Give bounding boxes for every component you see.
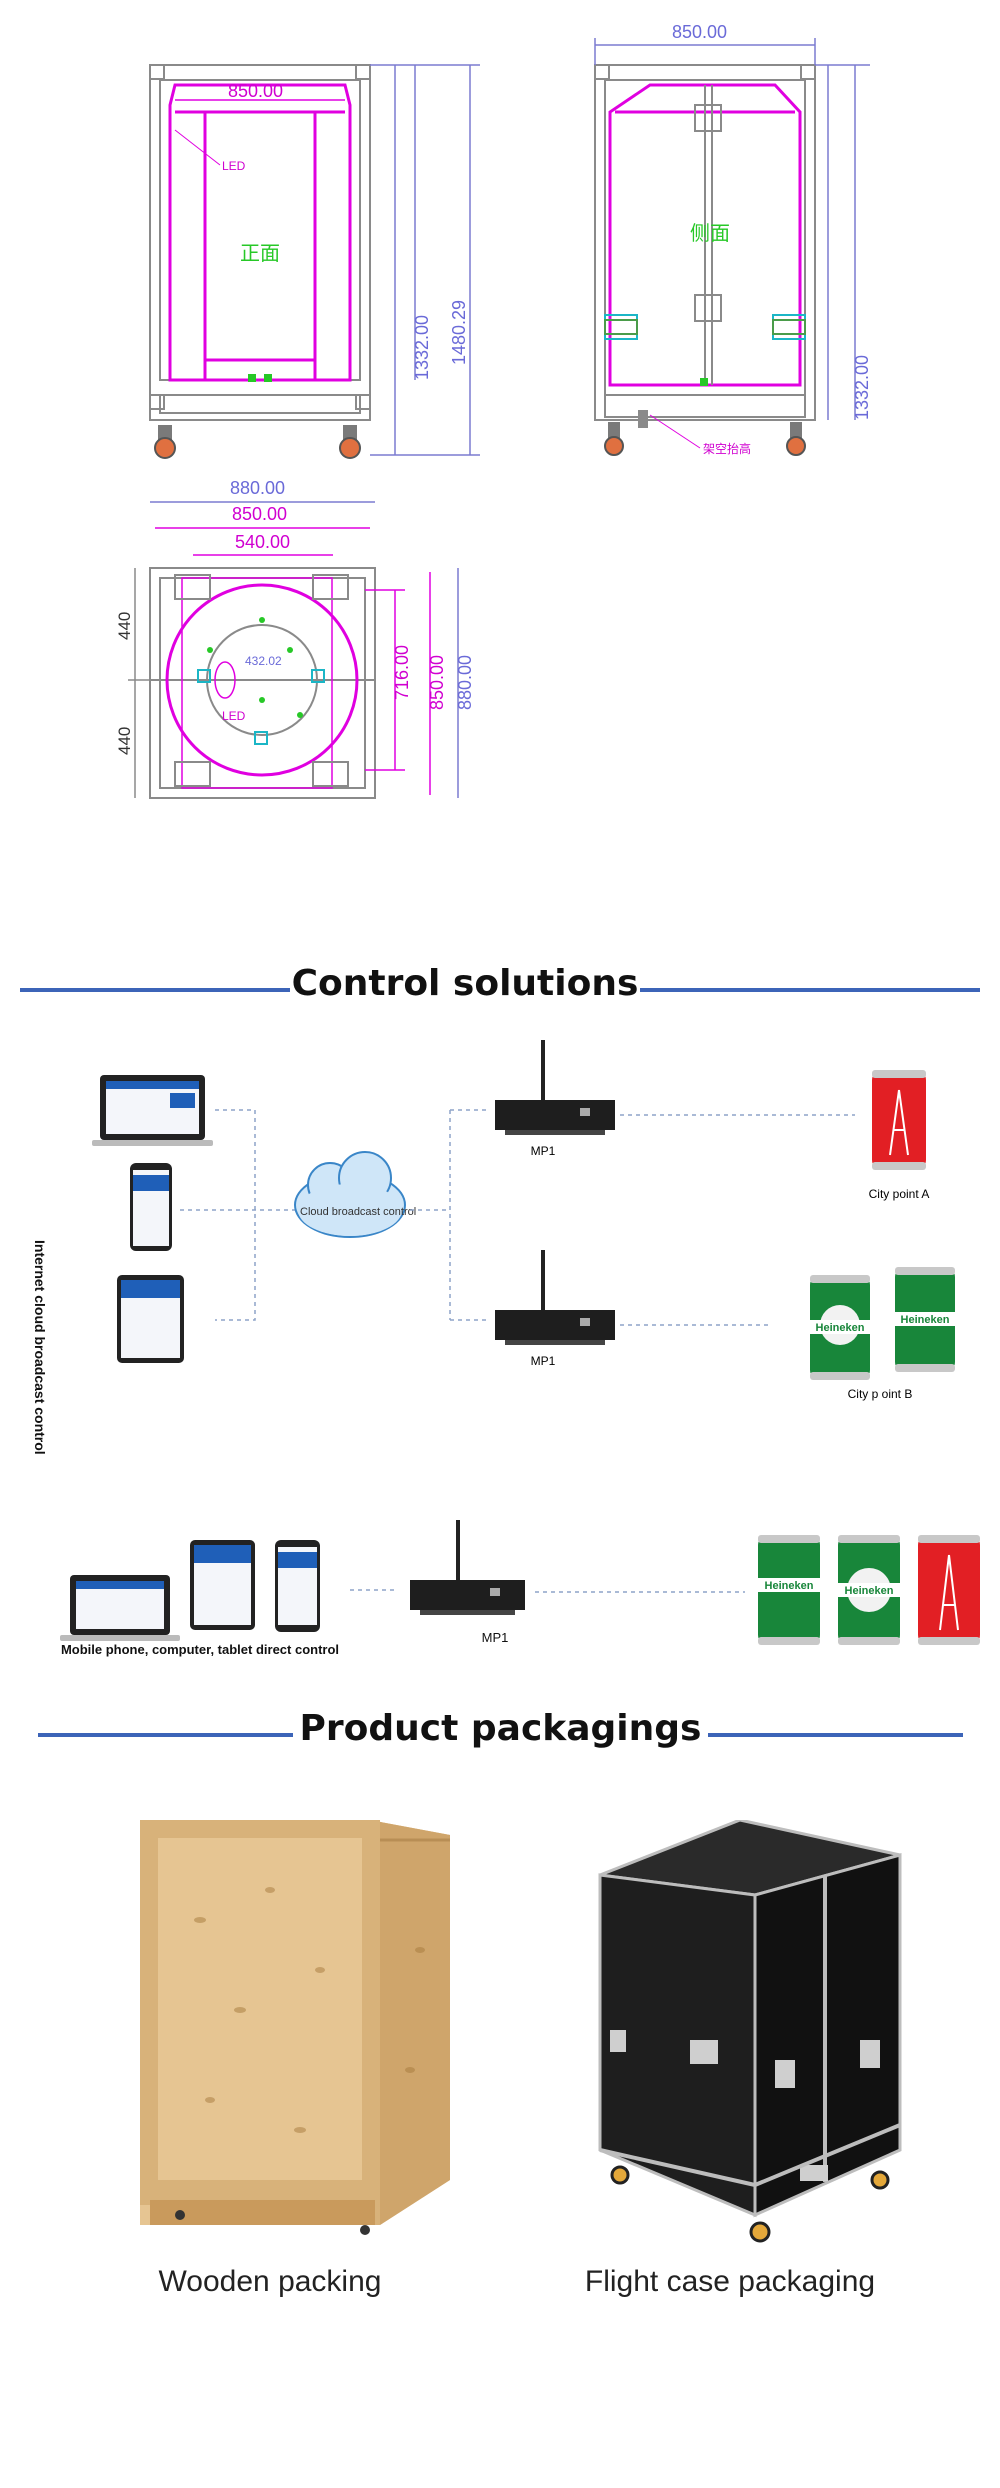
direct-laptop-icon bbox=[60, 1575, 180, 1641]
front-view-label: 正面 bbox=[240, 241, 280, 265]
top-880v-dim: 880.00 bbox=[455, 655, 475, 710]
control-rule-left bbox=[20, 988, 290, 992]
red-can-icon bbox=[918, 1535, 980, 1645]
packaging-rule-left bbox=[38, 1733, 293, 1737]
red-can-icon bbox=[872, 1070, 926, 1170]
player-b-icon bbox=[495, 1250, 615, 1345]
city-a-label: City point A bbox=[869, 1187, 930, 1201]
side-lift-label: 架空抬高 bbox=[703, 441, 751, 456]
top-880-dim: 880.00 bbox=[230, 478, 285, 498]
phone-icon bbox=[130, 1163, 172, 1251]
top-432-dim: 432.02 bbox=[245, 654, 282, 668]
tablet-icon bbox=[117, 1275, 184, 1363]
top-716-dim: 716.00 bbox=[392, 645, 412, 700]
top-led-label: LED bbox=[222, 709, 246, 723]
front-inner-height-dim: 1332.00 bbox=[412, 315, 432, 380]
player-b-label: MP1 bbox=[531, 1354, 556, 1368]
side-height-dim: 1332.00 bbox=[852, 355, 872, 420]
side-width-dim: 850.00 bbox=[672, 22, 727, 42]
player-a-icon bbox=[495, 1040, 615, 1135]
cloud-label: Cloud broadcast control bbox=[300, 1206, 416, 1218]
top-view: 432.02 LED 880.00 850.00 540.00 716.00 8… bbox=[115, 478, 475, 799]
city-b-label: City p oint B bbox=[848, 1387, 913, 1401]
player-c-label: MP1 bbox=[481, 1630, 509, 1645]
side-view: 850.00 1332.00 侧面 架空抬高 bbox=[594, 22, 872, 456]
product-packagings-title: Product packagings bbox=[299, 1708, 702, 1749]
technical-drawings: 850.00 LED 正面 1332.00 1480.29 850.0 bbox=[115, 22, 872, 799]
wooden-crate-image bbox=[140, 1820, 450, 2235]
top-850v-dim: 850.00 bbox=[427, 655, 447, 710]
direct-phone-icon bbox=[275, 1540, 320, 1632]
top-440a-dim: 440 bbox=[115, 612, 134, 640]
player-c-icon bbox=[410, 1520, 525, 1615]
flight-case-caption: Flight case packaging bbox=[584, 2265, 876, 2298]
cloud-icon bbox=[294, 1151, 406, 1238]
control-solutions-title: Control solutions bbox=[291, 963, 639, 1004]
green-can-icon: Heineken bbox=[838, 1535, 900, 1645]
flight-case-image bbox=[598, 1820, 902, 2243]
front-total-height-dim: 1480.29 bbox=[449, 300, 469, 365]
front-view: 850.00 LED 正面 1332.00 1480.29 bbox=[149, 64, 480, 459]
green-can-icon: Heineken bbox=[895, 1267, 955, 1372]
top-440b-dim: 440 bbox=[115, 727, 134, 755]
laptop-icon bbox=[92, 1075, 213, 1146]
svg-text:Heineken: Heineken bbox=[765, 1580, 814, 1592]
packaging-rule-right bbox=[708, 1733, 963, 1737]
direct-tablet-icon bbox=[190, 1540, 255, 1630]
svg-text:Heineken: Heineken bbox=[845, 1585, 894, 1597]
front-width-dim: 850.00 bbox=[228, 81, 283, 101]
svg-text:Heineken: Heineken bbox=[901, 1314, 950, 1326]
svg-text:Heineken: Heineken bbox=[816, 1322, 865, 1334]
front-led-label: LED bbox=[222, 159, 246, 173]
wooden-packing-caption: Wooden packing bbox=[158, 2265, 382, 2298]
side-view-label: 侧面 bbox=[690, 221, 730, 245]
control-diagram: Cloud broadcast control MP1 MP1 City poi… bbox=[60, 1040, 980, 1645]
direct-control-label: Mobile phone, computer, tablet direct co… bbox=[60, 1642, 340, 1657]
green-can-icon: Heineken bbox=[810, 1275, 870, 1380]
top-540-dim: 540.00 bbox=[235, 532, 290, 552]
player-a-label: MP1 bbox=[531, 1144, 556, 1158]
control-rule-right bbox=[640, 988, 980, 992]
green-can-icon: Heineken bbox=[758, 1535, 820, 1645]
top-850-dim: 850.00 bbox=[232, 504, 287, 524]
